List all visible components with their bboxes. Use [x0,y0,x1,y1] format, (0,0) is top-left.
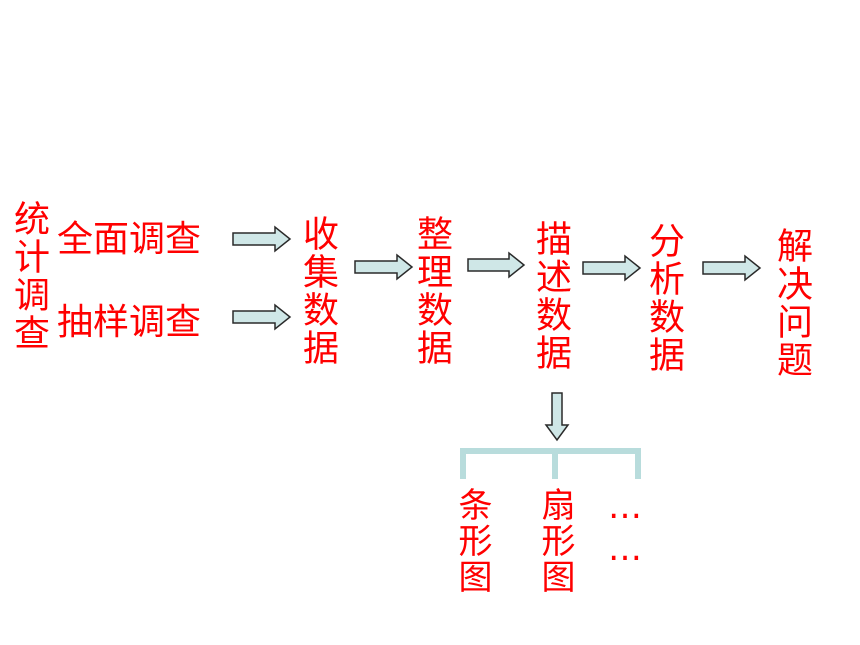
step-solve-problem: 解决问题 [771,227,812,379]
chart-type-bar-chart: 条形图 [452,487,492,595]
arrow-describe-down [544,392,570,442]
chart-types-bracket [460,448,641,479]
chart-type-more-ellipsis: …… [605,487,645,571]
arrow-analyze-to-solve [702,254,762,282]
arrow-describe-to-analyze [582,254,642,282]
step-organize-data: 整理数据 [411,215,452,367]
step-analyze-data: 分析数据 [643,222,684,374]
chart-type-pie-chart: 扇形图 [535,487,575,595]
method-sample-survey: 抽样调查 [57,302,202,343]
arrow-full-survey-to-collect [232,225,292,253]
step-describe-data: 描述数据 [530,220,571,372]
arrow-organize-to-describe [467,251,526,279]
root-label-statistical-survey: 统计调查 [8,200,49,352]
arrow-sample-survey-to-collect [232,303,292,331]
step-collect-data: 收集数据 [297,215,338,367]
arrow-collect-to-organize [354,253,414,281]
method-full-survey: 全面调查 [57,219,202,260]
